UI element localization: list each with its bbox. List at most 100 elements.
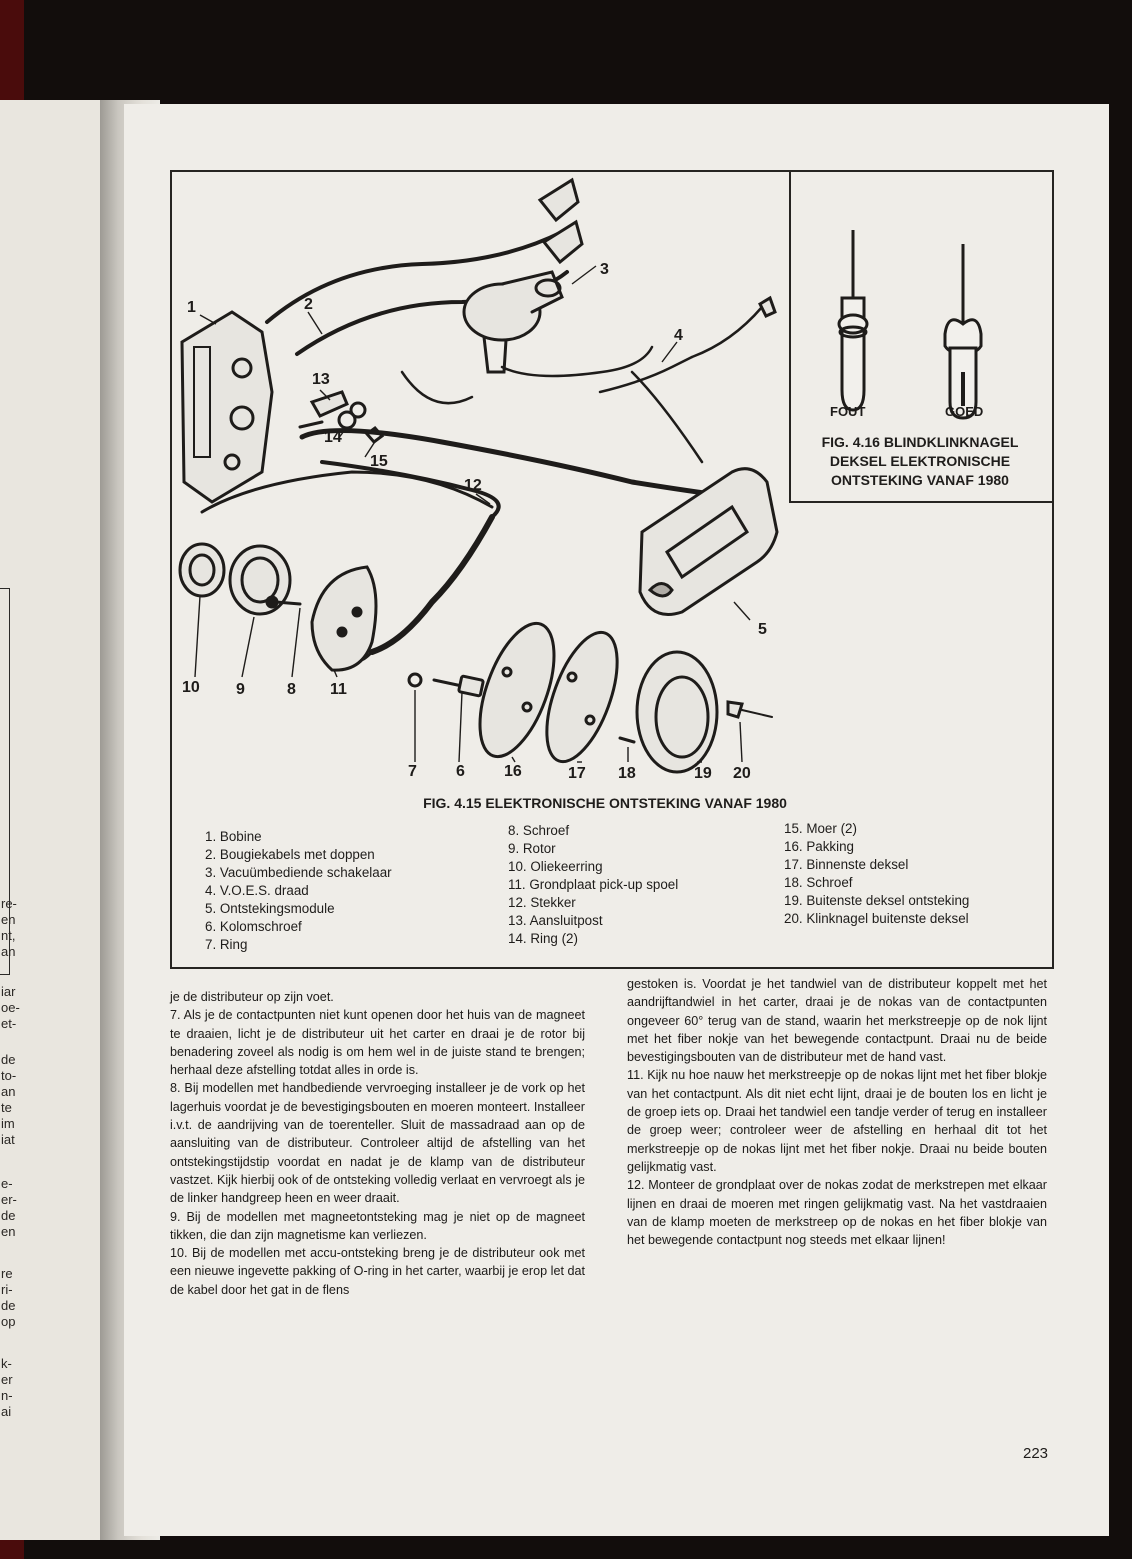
facing-fragment: re- [1,896,17,911]
oil-seal [178,542,226,598]
facing-fragment: op [1,1314,16,1329]
legend-item: 16. Pakking [784,839,854,854]
figure-4-16-box [789,170,1052,503]
inner-cover [545,630,619,764]
figure-frame [170,170,1054,969]
callout-9: 9 [236,681,245,698]
callout-5: 5 [758,621,767,638]
callout-1: 1 [187,299,196,316]
facing-fragment: ri- [1,1282,13,1297]
legend-column-2: 8. Schroef 9. Rotor 10. Oliekeerring 11.… [508,822,678,948]
legend-column-1: 1. Bobine 2. Bougiekabels met doppen 3. … [205,828,392,954]
legend-item: 7. Ring [205,937,248,952]
legend-item: 4. V.O.E.S. draad [205,883,309,898]
legend-item: 5. Ontstekingsmodule [205,901,335,916]
legend-column-3: 15. Moer (2) 16. Pakking 17. Binnenste d… [784,820,969,928]
callout-12: 12 [464,477,482,494]
pickup-base-plate [310,565,378,672]
facing-fragment: an [1,944,16,959]
caption-line: DEKSEL ELEKTRONISCHE [829,453,1011,469]
callout-13: 13 [312,371,330,388]
facing-page-box [0,588,10,975]
legend-item: 10. Oliekeerring [508,859,603,874]
callout-19: 19 [694,765,712,782]
facing-fragment: er [1,1372,13,1387]
legend-item: 15. Moer (2) [784,821,857,836]
body-column-right: gestoken is. Voordat je het tandwiel van… [627,975,1047,1249]
callout-11: 11 [330,681,347,698]
facing-fragment: en [1,912,16,927]
figure-4-15-drawing: 1 2 3 4 5 6 7 8 9 10 11 12 13 14 15 16 1… [178,177,779,782]
facing-fragment: an [1,1084,16,1099]
facing-fragment: im [1,1116,15,1131]
legend-item: 1. Bobine [205,829,262,844]
caption-line: FIG. 4.16 BLINDKLINKNAGEL [821,434,1019,450]
facing-fragment: iat [1,1132,15,1147]
legend-item: 14. Ring (2) [508,931,578,946]
body-paragraph: 10. Bij de modellen met accu-ontsteking … [170,1246,585,1297]
body-paragraph: je de distributeur op zijn voet. [170,990,334,1004]
legend-item: 17. Binnenste deksel [784,857,909,872]
facing-fragment: k- [1,1356,12,1371]
body-paragraph: 8. Bij modellen met handbediende vervroe… [170,1081,585,1206]
facing-fragment: nt, [1,928,16,943]
rivet-right-illustration [943,244,983,420]
callout-10: 10 [182,679,200,696]
callout-4: 4 [674,327,683,344]
callout-3: 3 [600,261,609,278]
facing-fragment: et- [1,1016,17,1031]
figure-4-16-caption: FIG. 4.16 BLINDKLINKNAGEL DEKSEL ELEKTRO… [800,433,1040,490]
fig16-label-right: GOED [945,404,983,419]
ignition-module [638,467,779,616]
callout-18: 18 [618,765,636,782]
legend-item: 3. Vacuümbediende schakelaar [205,865,392,880]
facing-fragment: de [1,1298,16,1313]
gasket [478,621,556,759]
facing-fragment: re [1,1266,13,1281]
figure-4-16-drawing: FOUT GOED [830,230,983,420]
facing-fragment: n- [1,1388,13,1403]
facing-fragment: te [1,1100,12,1115]
callout-15: 15 [370,453,388,470]
facing-fragment: en [1,1224,16,1239]
body-paragraph: 9. Bij de modellen met magneetontsteking… [170,1209,585,1242]
facing-fragment: er- [1,1192,17,1207]
legend-item: 6. Kolomschroef [205,919,302,934]
callout-20: 20 [733,765,751,782]
callout-6: 6 [456,763,465,780]
spark-lead [265,230,564,324]
body-column-left: je de distributeur op zijn voet. 7. Als … [170,988,585,1299]
callout-14: 14 [324,429,342,446]
callout-2: 2 [304,296,313,313]
fig16-label-wrong: FOUT [830,404,865,419]
callout-16: 16 [504,763,522,780]
facing-fragment: de [1,1052,16,1067]
wiring-harness [299,428,715,497]
legend-item: 13. Aansluitpost [508,913,603,928]
facing-fragment: e- [1,1176,13,1191]
legend-item: 2. Bougiekabels met doppen [205,847,375,862]
rivet-wrong-illustration [837,230,869,412]
body-paragraph: gestoken is. Voordat je het tandwiel van… [627,977,1047,1065]
facing-fragment: iar [1,984,16,999]
outer-cover [635,650,719,774]
legend-item: 8. Schroef [508,823,570,838]
callout-7: 7 [408,763,417,780]
facing-fragment: de [1,1208,16,1223]
facing-fragment: ai [1,1404,12,1419]
legend-item: 18. Schroef [784,875,853,890]
callout-8: 8 [287,681,296,698]
legend-item: 20. Klinknagel buitenste deksel [784,911,969,926]
caption-line: ONTSTEKING VANAF 1980 [831,472,1009,488]
body-paragraph: 7. Als je de contactpunten niet kunt ope… [170,1008,585,1078]
callout-numbers: 1 2 3 4 5 6 7 8 9 10 11 12 13 14 15 16 1… [182,261,767,782]
facing-page: re- en nt, an iar oe- et- de to- an te i… [0,100,106,1540]
legend-item: 12. Stekker [508,895,576,910]
legend-item: 11. Grondplaat pick-up spoel [508,877,679,892]
voes-wire [500,345,654,378]
facing-fragment: to- [1,1068,17,1083]
ring-washer [407,672,423,688]
coil-shape [180,310,274,504]
facing-fragment: oe- [1,1000,20,1015]
legend-item: 9. Rotor [508,841,556,856]
